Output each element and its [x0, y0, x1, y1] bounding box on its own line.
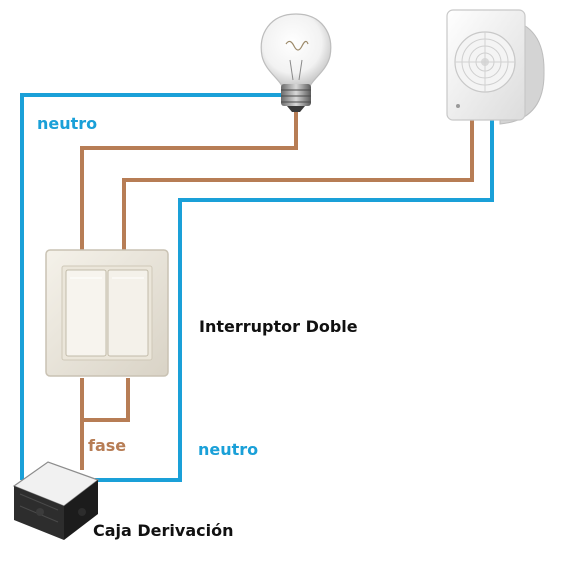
- label-junction-box: Caja Derivación: [93, 521, 234, 540]
- light-bulb-icon: [260, 13, 332, 112]
- phase-wire-lamp: [80, 108, 298, 252]
- label-switch: Interruptor Doble: [199, 317, 358, 336]
- neutral-wire-lamp: [20, 93, 283, 480]
- junction-box-icon: [12, 461, 100, 540]
- neutral-wires: [20, 93, 494, 482]
- phase-wire-feed: [80, 378, 130, 422]
- neutral-wire-fan: [95, 110, 494, 482]
- label-phase: fase: [88, 436, 127, 455]
- phase-wires: [80, 108, 474, 470]
- double-switch-icon: [45, 249, 169, 377]
- extractor-fan-icon: [446, 9, 545, 125]
- label-neutral-bottom: neutro: [198, 440, 259, 459]
- phase-wire-fan: [122, 110, 474, 252]
- label-neutral-top: neutro: [37, 114, 98, 133]
